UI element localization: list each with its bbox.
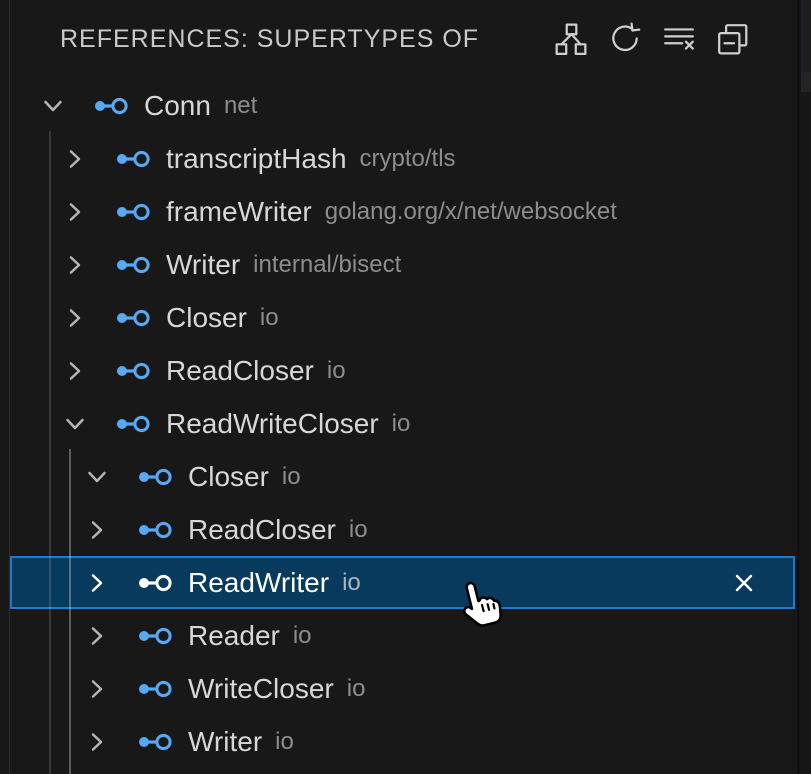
interface-symbol-icon (138, 625, 172, 647)
chevron-right-icon[interactable] (60, 303, 90, 333)
chevron-down-icon[interactable] (38, 91, 68, 121)
chevron-right-icon[interactable] (60, 197, 90, 227)
chevron-right-icon[interactable] (60, 144, 90, 174)
right-edge-strip (797, 0, 811, 774)
row-description: io (275, 727, 294, 755)
chevron-right-icon[interactable] (82, 674, 112, 704)
row-label: ReadCloser (188, 513, 336, 545)
chevron-right-icon[interactable] (82, 727, 112, 757)
row-label: transcriptHash (166, 142, 347, 174)
row-label: ReadWriteCloser (166, 407, 379, 439)
tree-row[interactable]: Writer io (10, 715, 795, 768)
chevron-right-icon[interactable] (82, 515, 112, 545)
interface-symbol-icon (138, 572, 172, 594)
row-description: io (281, 462, 301, 490)
row-label: Writer (166, 248, 241, 280)
chevron-right-icon[interactable] (82, 568, 112, 598)
row-label: Reader (188, 619, 280, 651)
tree-row[interactable]: Closer io (10, 450, 795, 503)
row-description: io (292, 621, 312, 649)
collapse-all-icon[interactable] (714, 20, 752, 58)
clear-list-icon[interactable] (660, 20, 698, 58)
tree-row[interactable]: Conn net (10, 79, 795, 132)
header-actions (552, 20, 752, 58)
tree-row[interactable]: Closer io (10, 291, 795, 344)
tree-row[interactable]: Reader io (10, 609, 795, 662)
row-label: frameWriter (166, 195, 312, 227)
interface-symbol-icon (138, 466, 172, 488)
row-description: io (326, 356, 346, 384)
tree-row[interactable]: WriteCloser io (10, 662, 795, 715)
tree-row[interactable]: frameWriter golang.org/x/net/websocket (10, 185, 795, 238)
interface-symbol-icon (116, 148, 150, 170)
interface-symbol-icon (116, 360, 150, 382)
tree-row[interactable]: transcriptHash crypto/tls (10, 132, 795, 185)
row-description: io (348, 515, 368, 543)
tree-row[interactable]: ReadCloser io (10, 503, 795, 556)
tree-row[interactable]: ReadWriteCloser io (10, 397, 795, 450)
panel-header: REFERENCES: SUPERTYPES OF (0, 0, 797, 79)
row-description: io (342, 568, 361, 596)
chevron-down-icon[interactable] (60, 409, 90, 439)
interface-symbol-icon (138, 519, 172, 541)
row-description: crypto/tls (359, 144, 456, 172)
interface-symbol-icon (116, 201, 150, 223)
row-label: WriteCloser (188, 672, 334, 704)
scrollbar-thumb[interactable] (801, 0, 811, 72)
close-icon[interactable] (729, 568, 759, 598)
row-description: net (223, 91, 258, 119)
row-description: io (391, 409, 411, 437)
chevron-right-icon[interactable] (60, 250, 90, 280)
panel-left-border (9, 0, 10, 774)
type-hierarchy-icon[interactable] (552, 20, 590, 58)
supertypes-tree: Conn net transcriptHash crypto/tls (10, 79, 795, 774)
row-description: golang.org/x/net/websocket (324, 197, 617, 225)
row-label: Conn (144, 89, 211, 121)
interface-symbol-icon (94, 95, 128, 117)
row-label: ReadWriter (188, 566, 330, 598)
row-label: Closer (188, 460, 269, 492)
tree-row[interactable]: ReadWriter io (10, 556, 795, 609)
interface-symbol-icon (116, 254, 150, 276)
refresh-icon[interactable] (606, 20, 644, 58)
interface-symbol-icon (116, 413, 150, 435)
panel-title: REFERENCES: SUPERTYPES OF (60, 25, 480, 53)
chevron-down-icon[interactable] (82, 462, 112, 492)
row-label: Closer (166, 301, 247, 333)
row-label: Writer (188, 725, 263, 757)
row-description: io (346, 674, 366, 702)
row-description: io (259, 303, 279, 331)
tree-row[interactable]: ReadCloser io (10, 344, 795, 397)
interface-symbol-icon (138, 731, 172, 753)
chevron-right-icon[interactable] (60, 356, 90, 386)
interface-symbol-icon (138, 678, 172, 700)
tree-row[interactable]: Writer internal/bisect (10, 238, 795, 291)
chevron-right-icon[interactable] (82, 621, 112, 651)
scrollbar-track (801, 72, 811, 92)
interface-symbol-icon (116, 307, 150, 329)
row-label: ReadCloser (166, 354, 314, 386)
row-description: internal/bisect (253, 250, 402, 278)
